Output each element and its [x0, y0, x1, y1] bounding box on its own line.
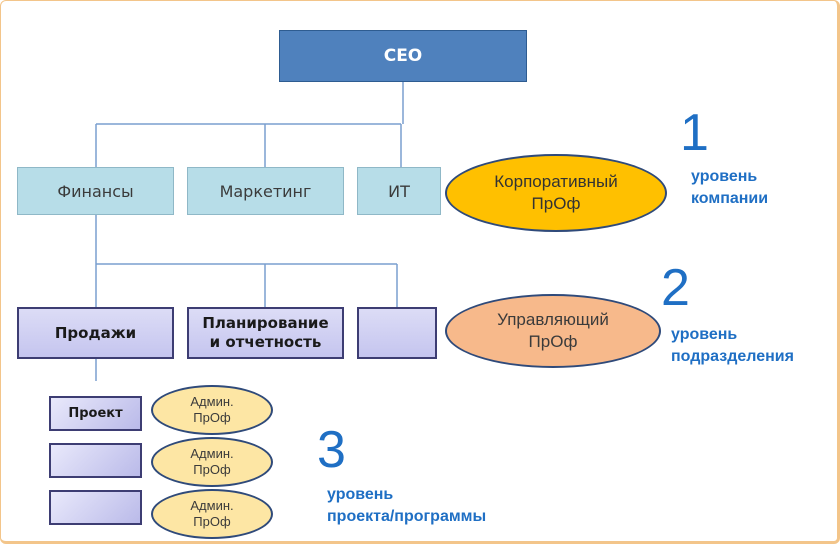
department-marketing: Маркетинг: [187, 167, 344, 215]
corporate-pmo-label: Корпоративный ПрОф: [494, 172, 618, 213]
admin-pmo-label: Админ. ПрОф: [190, 394, 234, 425]
level-caption-line: проекта/программы: [327, 508, 487, 525]
corporate-pmo-ellipse: Корпоративный ПрОф: [445, 154, 667, 232]
level-2-number: 2: [661, 259, 690, 317]
admin-pmo-ellipse: Админ. ПрОф: [151, 437, 273, 487]
project-box: [49, 443, 142, 478]
project-box: [49, 490, 142, 525]
level-1-number: 1: [680, 104, 709, 162]
managing-pmo-ellipse: Управляющий ПрОф: [445, 294, 661, 368]
level-caption-line: уровень: [671, 326, 738, 343]
division-planning: Планирование и отчетность: [187, 307, 344, 359]
level-3-number: 3: [317, 421, 346, 479]
division-sales: Продажи: [17, 307, 174, 359]
ceo-connector: [95, 82, 404, 167]
finance-connector: [95, 215, 398, 307]
admin-pmo-ellipse: Админ. ПрОф: [151, 489, 273, 539]
department-label: Финансы: [57, 181, 134, 201]
division-label: Планирование и отчетность: [202, 314, 329, 351]
level-2-caption: уровень подразделения: [671, 324, 794, 368]
level-3-caption: уровень проекта/программы: [327, 484, 486, 528]
level-1-caption: уровень компании: [691, 166, 768, 210]
admin-pmo-ellipse: Админ. ПрОф: [151, 385, 273, 435]
level-caption-line: подразделения: [671, 348, 794, 365]
level-caption-line: компании: [691, 190, 769, 207]
department-label: Маркетинг: [219, 181, 312, 201]
admin-pmo-label: Админ. ПрОф: [190, 498, 234, 529]
department-finance: Финансы: [17, 167, 174, 215]
department-label: ИТ: [388, 181, 410, 201]
project-label: Проект: [68, 406, 123, 421]
managing-pmo-label: Управляющий ПрОф: [497, 310, 609, 351]
level-caption-line: уровень: [327, 486, 394, 503]
ceo-box: CEO: [279, 30, 527, 82]
level-caption-line: уровень: [691, 168, 758, 185]
department-it: ИТ: [357, 167, 441, 215]
ceo-label: CEO: [383, 46, 423, 66]
project-box: Проект: [49, 396, 142, 431]
division-empty: [357, 307, 437, 359]
division-label: Продажи: [54, 323, 137, 342]
admin-pmo-label: Админ. ПрОф: [190, 446, 234, 477]
